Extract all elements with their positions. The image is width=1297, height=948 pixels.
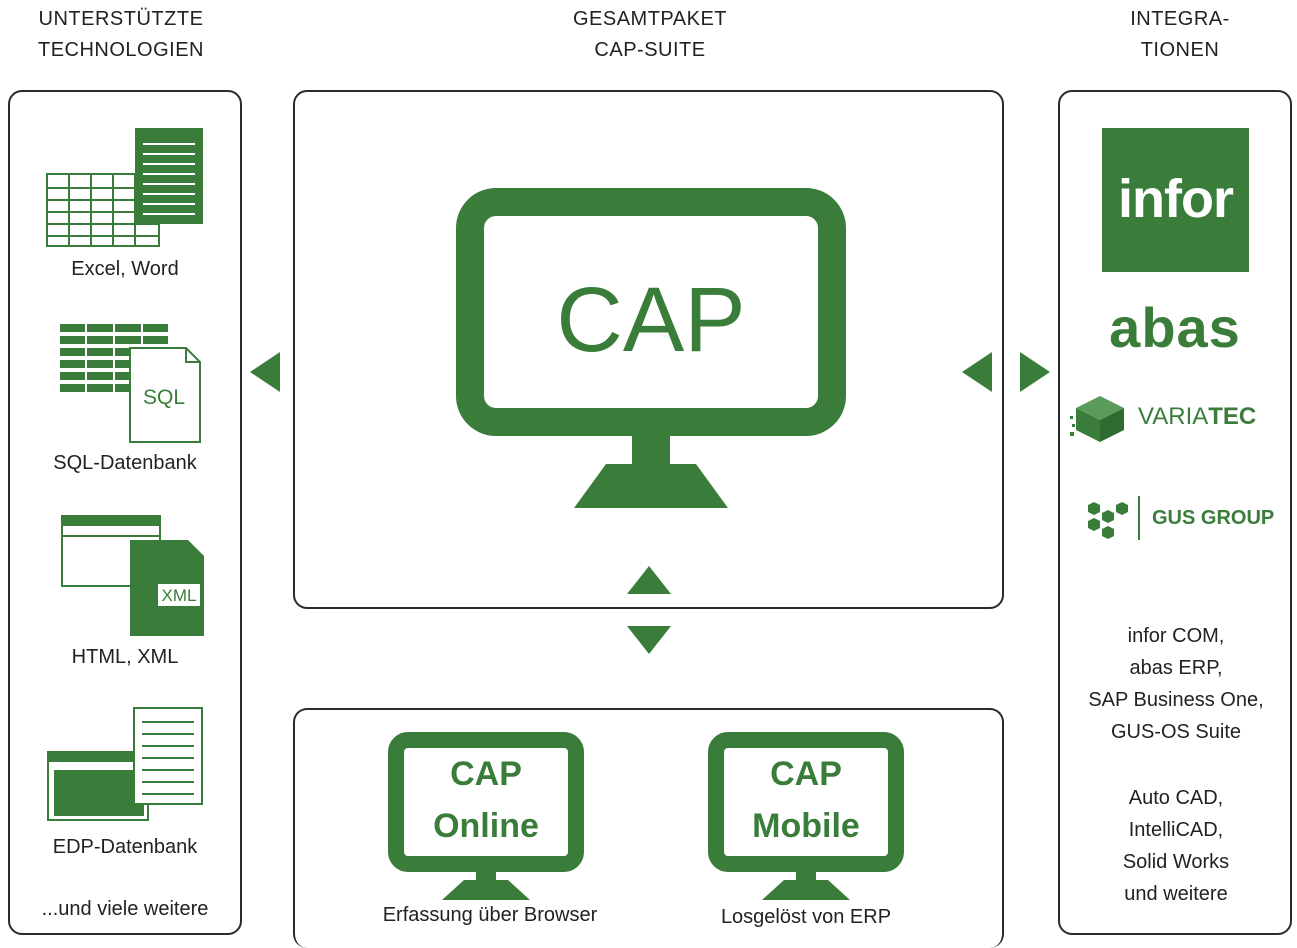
gus-group-hexagons-icon <box>1088 502 1128 539</box>
arrow-left-icon <box>962 352 992 392</box>
arrow-down-icon <box>627 626 671 654</box>
cap-online-monitor-icon <box>388 732 584 900</box>
variatec-cube-icon <box>1070 396 1124 442</box>
cad-item: IntelliCAD, <box>1128 819 1224 841</box>
sql-database-icon <box>60 324 201 443</box>
header-right-line1: INTEGRA- <box>1130 8 1230 30</box>
header-right: INTEGRA- TIONEN <box>1075 4 1285 66</box>
cap-mobile-monitor-icon <box>708 732 904 900</box>
header-center-line2: CAP-SUITE <box>594 39 706 61</box>
header-left-line2: TECHNOLOGIEN <box>37 39 205 61</box>
header-left: UNTERSTÜTZTE TECHNOLOGIEN <box>16 4 226 66</box>
sql-badge: SQL <box>142 386 186 409</box>
erp-integration-list: infor COM, abas ERP, SAP Business One, G… <box>1060 620 1292 748</box>
technologies-footer: ...und viele weitere <box>41 898 209 920</box>
gus-group-logo-text: GUS GROUP <box>1152 507 1275 529</box>
xml-badge: XML <box>161 586 197 605</box>
erp-item: SAP Business One, <box>1088 689 1264 711</box>
erp-item: abas ERP, <box>1129 657 1223 679</box>
technology-label-html-xml: HTML, XML <box>71 646 179 668</box>
header-right-line2: TIONEN <box>1140 39 1220 61</box>
cap-online-line1: CAP <box>450 755 522 793</box>
variatec-logo-text-a: VARIA <box>1138 403 1209 430</box>
cap-mobile-caption: Losgelöst von ERP <box>720 906 892 928</box>
cad-integration-list: Auto CAD, IntelliCAD, Solid Works und we… <box>1060 782 1292 910</box>
monitor-icon <box>456 188 846 508</box>
cad-item: Solid Works <box>1122 851 1230 873</box>
cap-suite-panel <box>293 90 1004 609</box>
variatec-logo-text-b: TEC <box>1208 403 1257 430</box>
cap-mobile-line1: CAP <box>770 755 842 793</box>
cap-mobile-title: CAP Mobile <box>708 748 904 852</box>
cad-item: Auto CAD, <box>1128 787 1224 809</box>
cap-mobile-line2: Mobile <box>752 807 860 845</box>
arrow-right-icon <box>1020 352 1050 392</box>
erp-item: GUS-OS Suite <box>1110 721 1242 743</box>
erp-item: infor COM, <box>1127 625 1225 647</box>
edp-database-icon <box>47 707 203 821</box>
abas-logo: abas <box>1109 296 1241 359</box>
technology-label-excel-word: Excel, Word <box>71 258 179 280</box>
technology-label-edp: EDP-Datenbank <box>52 836 198 858</box>
infor-logo <box>1102 128 1249 272</box>
cap-online-line2: Online <box>433 807 539 845</box>
infor-logo-text: infor <box>1118 169 1234 229</box>
arrow-left-icon <box>250 352 280 392</box>
cap-monitor-label: CAP <box>556 269 746 371</box>
header-center-line1: GESAMTPAKET <box>572 8 728 30</box>
arrow-up-icon <box>627 566 671 594</box>
header-center: GESAMTPAKET CAP-SUITE <box>540 4 760 66</box>
gus-group-divider <box>1138 496 1140 540</box>
cap-online-caption: Erfassung über Browser <box>382 904 598 926</box>
technology-label-sql: SQL-Datenbank <box>53 452 197 474</box>
cad-item: und weitere <box>1124 883 1228 905</box>
variatec-logo-text: VARIATEC <box>1138 402 1256 432</box>
spreadsheet-document-icon <box>46 128 203 247</box>
html-xml-icon <box>61 515 204 636</box>
header-left-line1: UNTERSTÜTZTE <box>38 8 204 30</box>
cap-online-title: CAP Online <box>388 748 584 852</box>
